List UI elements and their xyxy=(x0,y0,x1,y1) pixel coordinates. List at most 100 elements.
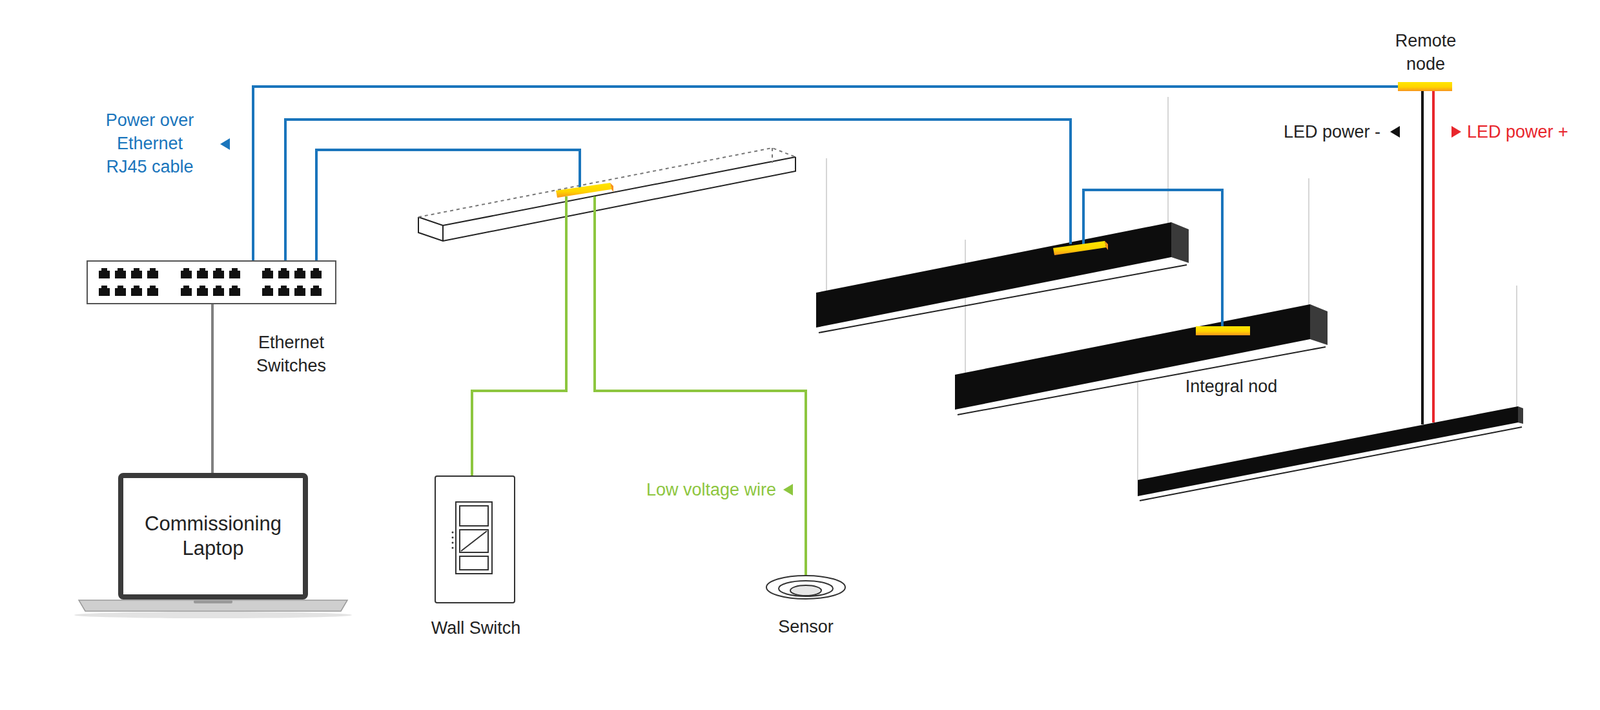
fixture-hidden-edge xyxy=(771,147,773,163)
remote-node: Remote node xyxy=(1397,82,1453,92)
wall-switch: Wall Switch xyxy=(434,475,516,604)
low-voltage-wire xyxy=(594,196,806,575)
luminaire-body xyxy=(1137,406,1518,496)
rj45-port xyxy=(98,267,110,279)
sensor: Sensor xyxy=(765,574,846,600)
integral-node-edge xyxy=(610,182,614,192)
rj45-port xyxy=(294,267,306,279)
wall-switch-rocker xyxy=(455,501,493,574)
rj45-port xyxy=(131,285,143,296)
cable-marker xyxy=(1451,125,1462,138)
luminaire-end-cap xyxy=(1171,222,1189,263)
suspension-wire xyxy=(1516,285,1518,407)
sensor-ring xyxy=(766,575,846,599)
rj45-port xyxy=(262,285,274,296)
integral-node xyxy=(555,182,612,198)
node-label: Ethernet Switches xyxy=(242,330,340,378)
rj45-port xyxy=(310,285,322,296)
screen-text: Commissioning Laptop xyxy=(132,511,294,561)
rj45-port xyxy=(262,267,274,279)
level-dot xyxy=(451,531,454,534)
rocker-frame xyxy=(455,501,493,574)
cable-marker xyxy=(220,138,230,150)
laptop-shadow xyxy=(74,611,352,618)
led-power-negative-wire xyxy=(1421,91,1424,425)
linear-luminaire xyxy=(816,222,1189,333)
rj45-port xyxy=(294,285,306,296)
led-power-positive-wire xyxy=(1432,91,1435,423)
poe-cable xyxy=(1083,189,1223,327)
level-dot xyxy=(451,536,454,539)
rj45-port xyxy=(196,285,208,296)
low-voltage-wires xyxy=(471,196,806,575)
poe-cables xyxy=(285,119,1223,327)
node-label: Wall Switch xyxy=(411,615,541,640)
switch-ports xyxy=(98,267,322,296)
cable-legend: Low voltage wire xyxy=(582,477,777,502)
low-voltage-wire xyxy=(471,196,567,476)
suspension-wire xyxy=(825,158,828,291)
fixture-outline xyxy=(418,156,796,226)
rj45-port xyxy=(147,285,159,296)
occupancy-sensor xyxy=(766,575,846,599)
rj45-port xyxy=(180,267,192,279)
luminaire-end-cap xyxy=(1517,406,1524,424)
node-label: Remote node xyxy=(1383,29,1468,76)
fixture-hidden-edge xyxy=(418,147,796,217)
luminaire-lens xyxy=(818,264,1187,333)
cable-legend: Power over Ethernet RJ45 cable xyxy=(95,108,205,179)
luminaire-body xyxy=(816,222,1172,328)
node-label: Sensor xyxy=(754,614,858,638)
luminaire-lens xyxy=(1139,426,1522,501)
rj45-port xyxy=(278,285,290,296)
fixture-outline xyxy=(442,225,444,241)
cable-marker xyxy=(783,483,793,496)
rj45-port xyxy=(229,267,241,279)
level-dot xyxy=(451,541,454,544)
suspension-wire xyxy=(1167,96,1169,225)
rj45-port xyxy=(213,285,225,296)
sensor-ring xyxy=(778,580,833,596)
luminaire-end-cap xyxy=(1310,304,1328,345)
rocker-button xyxy=(459,529,489,553)
rj45-port xyxy=(114,285,126,296)
suspension-wire xyxy=(1137,382,1139,480)
ethernet-switch: Ethernet Switches xyxy=(86,260,337,305)
integral-node: Integral nod xyxy=(1195,326,1251,336)
linear-luminaire xyxy=(1137,406,1524,501)
rj45-port xyxy=(229,285,241,296)
rocker-button xyxy=(459,505,489,526)
rocker-slider xyxy=(461,530,487,551)
level-dot xyxy=(451,546,454,549)
rj45-port xyxy=(147,267,159,279)
cable-marker xyxy=(1390,125,1400,138)
rj45-port xyxy=(310,267,322,279)
rj45-port xyxy=(278,267,290,279)
recessed-fixture xyxy=(418,147,796,241)
rj45-port xyxy=(213,267,225,279)
rj45-port xyxy=(114,267,126,279)
rj45-port xyxy=(180,285,192,296)
luminaire-lens xyxy=(957,346,1326,415)
rocker-button xyxy=(459,555,489,570)
poe-cable xyxy=(253,86,1398,261)
rj45-port xyxy=(131,267,143,279)
level-dots xyxy=(451,531,454,549)
node-label: Integral nod xyxy=(1182,374,1280,398)
luminaire-body xyxy=(954,304,1311,410)
fixture-outline xyxy=(418,156,796,241)
integral-node xyxy=(1053,240,1107,256)
wire-legend: LED power + xyxy=(1466,120,1597,144)
linear-luminaire xyxy=(954,304,1328,415)
rj45-port xyxy=(196,267,208,279)
wire-legend: LED power - xyxy=(1238,120,1381,144)
laptop-notch xyxy=(193,599,233,604)
rj45-port xyxy=(98,285,110,296)
ethernet-cable xyxy=(211,304,214,473)
laptop-base xyxy=(78,599,348,611)
laptop-screen: Commissioning Laptop xyxy=(118,472,308,600)
integral-node-edge xyxy=(1104,240,1108,250)
